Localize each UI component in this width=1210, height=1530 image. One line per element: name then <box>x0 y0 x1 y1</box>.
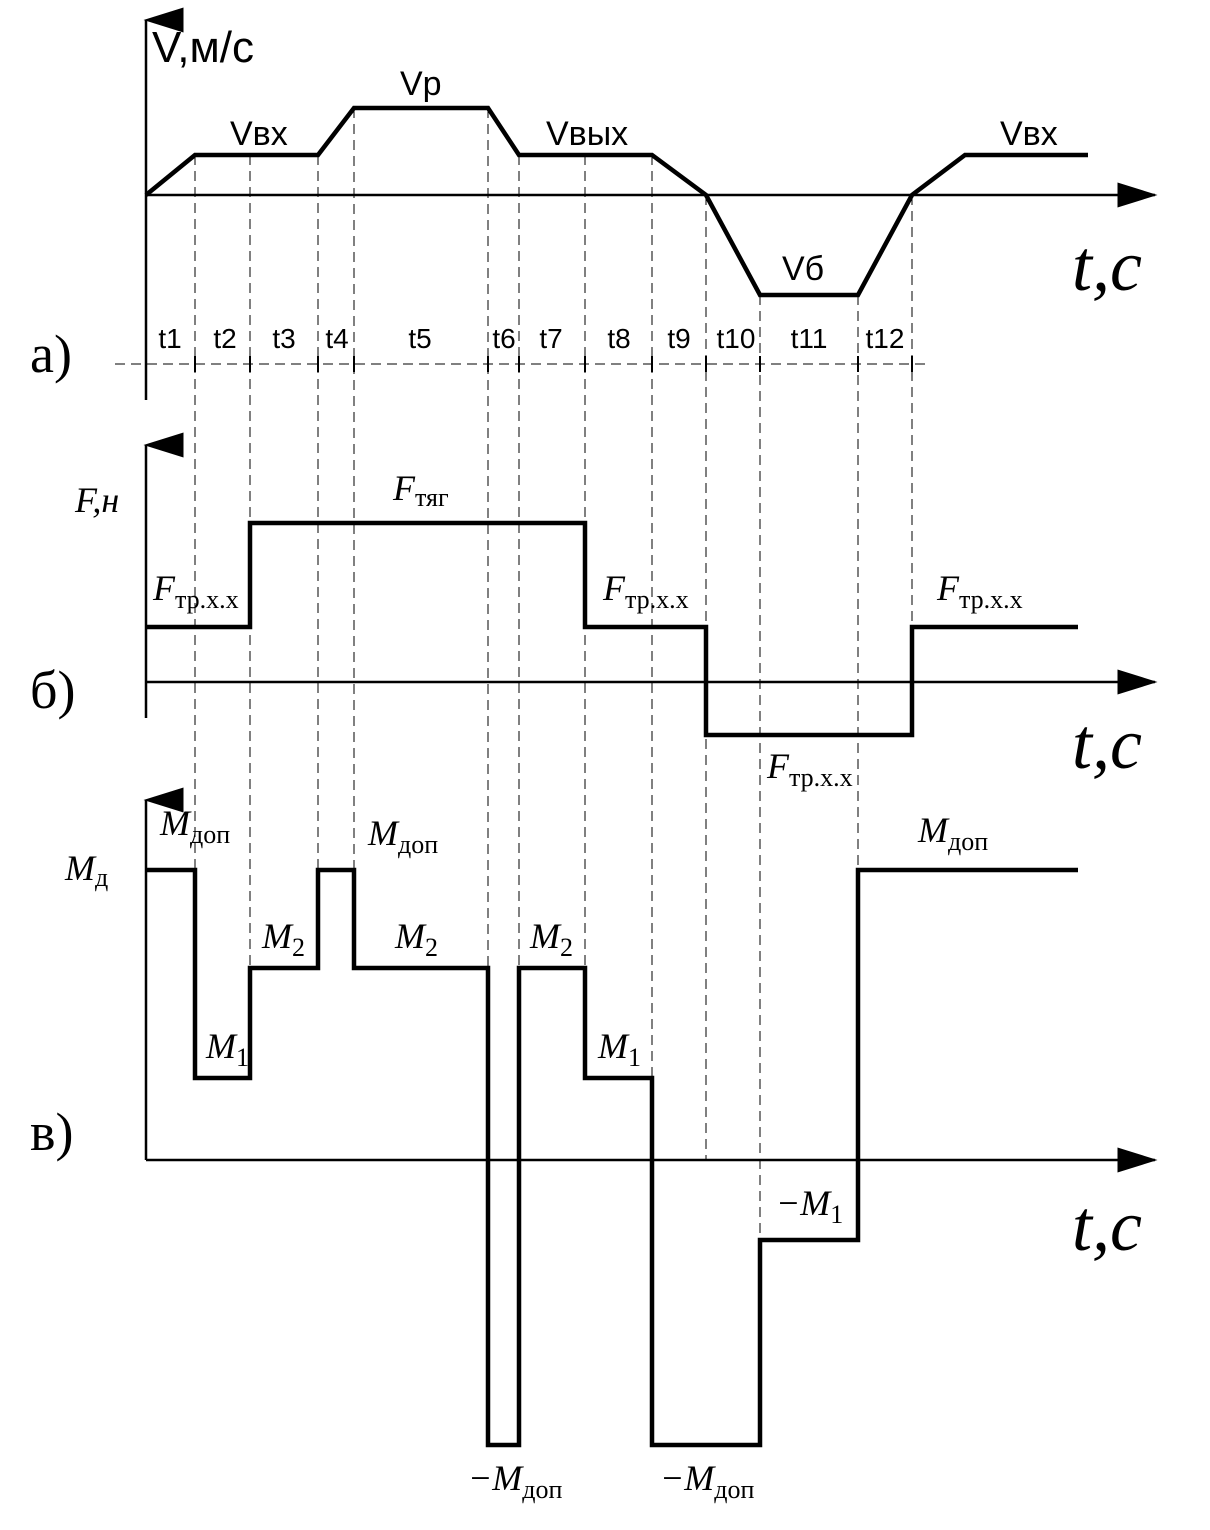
interval-label-t2: t2 <box>213 323 236 354</box>
velocity-curve <box>144 105 1088 298</box>
label-neg-m-dop-1: −Mдоп <box>468 1458 563 1504</box>
interval-labels: t1 t2 t3 t4 t5 t6 t7 t8 t9 t10 t11 t12 <box>158 323 904 354</box>
interval-label-t11: t11 <box>791 323 828 354</box>
label-v-vyh: Vвых <box>546 115 628 153</box>
label-m2-2: M2 <box>394 916 438 962</box>
label-f-tr-neg: Fтр.х.х <box>766 746 853 792</box>
label-m2-3: M2 <box>529 916 573 962</box>
panel-a: V,м/с t,c Vвх Vр Vвых Vб Vвх а) t1 t2 <box>30 7 1158 400</box>
label-m-dop-1: Mдоп <box>159 803 230 849</box>
label-m2-1: M2 <box>261 916 305 962</box>
label-v-vx-left: Vвх <box>230 115 288 153</box>
label-neg-m-dop-2: −Mдоп <box>660 1458 755 1504</box>
f-axis-label: F,н <box>74 480 119 520</box>
label-f-tyag: Fтяг <box>392 468 449 512</box>
label-v-vx-right: Vвх <box>1000 115 1058 153</box>
panel-b: F,н t,c б) Fтяг Fтр.х.х Fтр.х.х Fтр.х.х … <box>30 432 1158 792</box>
interval-label-t5: t5 <box>408 323 431 354</box>
interval-label-t7: t7 <box>539 323 562 354</box>
interval-label-t4: t4 <box>325 323 348 354</box>
interval-label-t12: t12 <box>866 323 905 354</box>
interval-label-t1: t1 <box>158 323 181 354</box>
label-m1-1: M1 <box>205 1026 249 1072</box>
interval-label-t10: t10 <box>717 323 756 354</box>
t-axis-label-b: t,c <box>1072 704 1142 784</box>
label-f-tr-mid: Fтр.х.х <box>602 568 689 614</box>
label-f-tr-right: Fтр.х.х <box>936 568 1023 614</box>
label-m1-2: M1 <box>597 1026 641 1072</box>
t-axis-label-c: t,c <box>1072 1186 1142 1266</box>
panel-label-b: б) <box>30 660 75 720</box>
t-axis-label-a: t,c <box>1072 226 1142 306</box>
torque-curve <box>146 867 1078 1448</box>
interval-ticks <box>145 356 913 372</box>
interval-label-t6: t6 <box>492 323 515 354</box>
interval-label-t8: t8 <box>607 323 630 354</box>
label-v-b: Vб <box>782 250 824 288</box>
panel-label-a: а) <box>30 324 72 384</box>
interval-label-t9: t9 <box>667 323 690 354</box>
label-m-dop-2: Mдоп <box>367 813 438 859</box>
panel-label-c: в) <box>30 1102 73 1162</box>
label-m-dop-3: Mдоп <box>917 810 988 856</box>
v-axis-label: V,м/с <box>152 23 254 72</box>
label-v-p: Vр <box>400 65 442 103</box>
force-curve <box>146 520 1078 738</box>
label-f-tr-left: Fтр.х.х <box>152 568 239 614</box>
interval-label-t3: t3 <box>272 323 295 354</box>
m-axis-label: Mд <box>64 848 108 892</box>
label-neg-m1: −M1 <box>776 1183 843 1229</box>
panel-c: Mд t,c в) Mдоп Mдоп Mдоп M2 M2 M2 M1 M1 … <box>30 787 1158 1504</box>
